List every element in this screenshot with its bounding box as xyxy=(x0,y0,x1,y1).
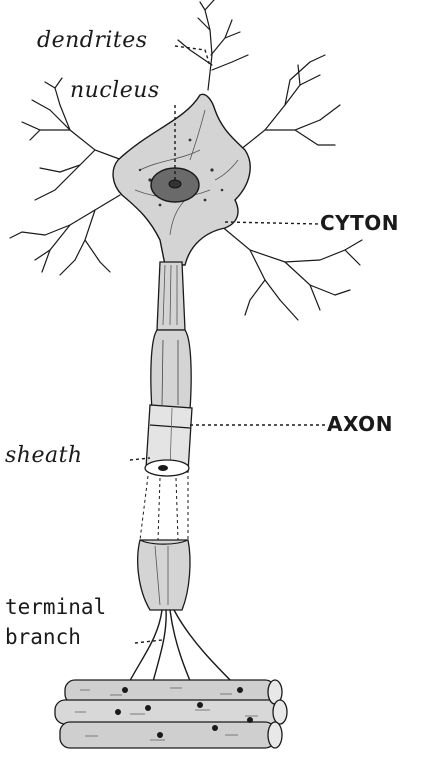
label-axon: AXON xyxy=(327,414,393,434)
axon-cross-section xyxy=(158,465,168,471)
myelin-segment-upper xyxy=(151,330,191,410)
label-branch: branch xyxy=(5,627,81,648)
label-nucleus: nucleus xyxy=(70,80,160,102)
label-dendrites: dendrites xyxy=(37,30,148,52)
label-cyton: CYTON xyxy=(320,213,399,233)
label-sheath: sheath xyxy=(5,445,83,467)
nucleolus-shape xyxy=(169,180,181,188)
label-terminal: terminal xyxy=(5,597,106,618)
axon-gap-dashes xyxy=(140,476,188,540)
axon-lower-segment xyxy=(138,540,190,610)
